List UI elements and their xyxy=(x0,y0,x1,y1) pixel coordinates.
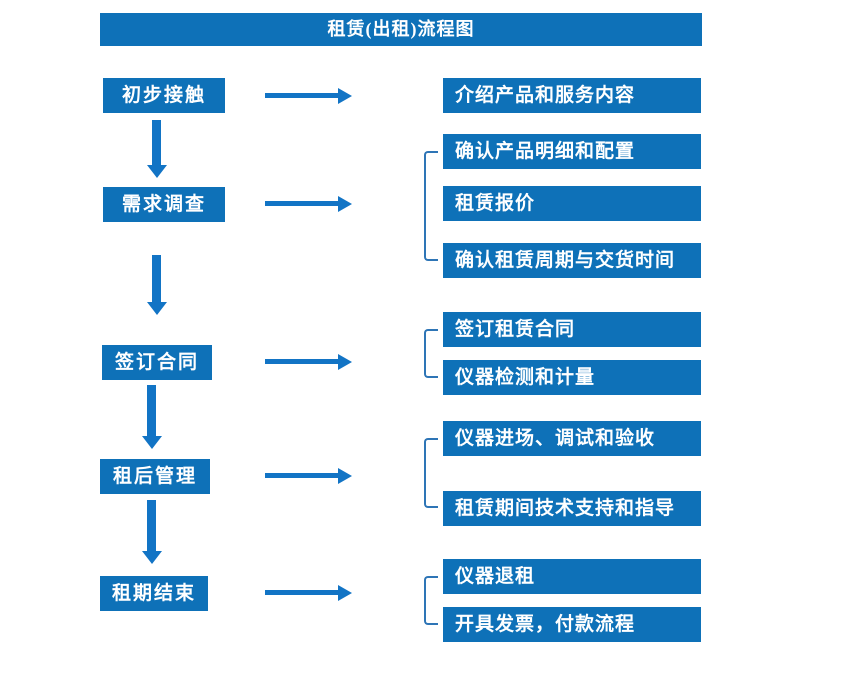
down-arrow-icon xyxy=(147,120,167,178)
group-bracket xyxy=(424,151,438,261)
down-arrow-icon xyxy=(147,255,167,315)
right-arrow-icon xyxy=(265,88,352,104)
stage-box-post-rental: 租后管理 xyxy=(100,459,210,494)
detail-box-confirm-period: 确认租赁周期与交货时间 xyxy=(443,243,701,278)
right-arrow-icon xyxy=(265,585,352,601)
group-bracket xyxy=(424,329,438,378)
detail-box-sign-rental-contract: 签订租赁合同 xyxy=(443,312,701,347)
detail-box-instrument-testing: 仪器检测和计量 xyxy=(443,360,701,395)
detail-box-confirm-details: 确认产品明细和配置 xyxy=(443,134,701,169)
stage-box-initial-contact: 初步接触 xyxy=(103,78,225,113)
stage-box-demand-survey: 需求调查 xyxy=(103,187,225,222)
stage-box-sign-contract: 签订合同 xyxy=(102,345,212,380)
detail-box-tech-support: 租赁期间技术支持和指导 xyxy=(443,491,701,526)
down-arrow-icon xyxy=(142,385,162,449)
detail-box-rental-quote: 租赁报价 xyxy=(443,186,701,221)
right-arrow-icon xyxy=(265,468,352,484)
stage-box-lease-end: 租期结束 xyxy=(100,576,208,611)
down-arrow-icon xyxy=(142,500,162,564)
flowchart-title: 租赁(出租)流程图 xyxy=(100,13,702,46)
detail-box-instrument-setup: 仪器进场、调试和验收 xyxy=(443,421,701,456)
detail-box-introduce-products: 介绍产品和服务内容 xyxy=(443,78,701,113)
detail-box-instrument-return: 仪器退租 xyxy=(443,559,701,594)
group-bracket xyxy=(424,576,438,625)
right-arrow-icon xyxy=(265,196,352,212)
group-bracket xyxy=(424,438,438,508)
right-arrow-icon xyxy=(265,354,352,370)
detail-box-invoice-payment: 开具发票，付款流程 xyxy=(443,607,701,642)
